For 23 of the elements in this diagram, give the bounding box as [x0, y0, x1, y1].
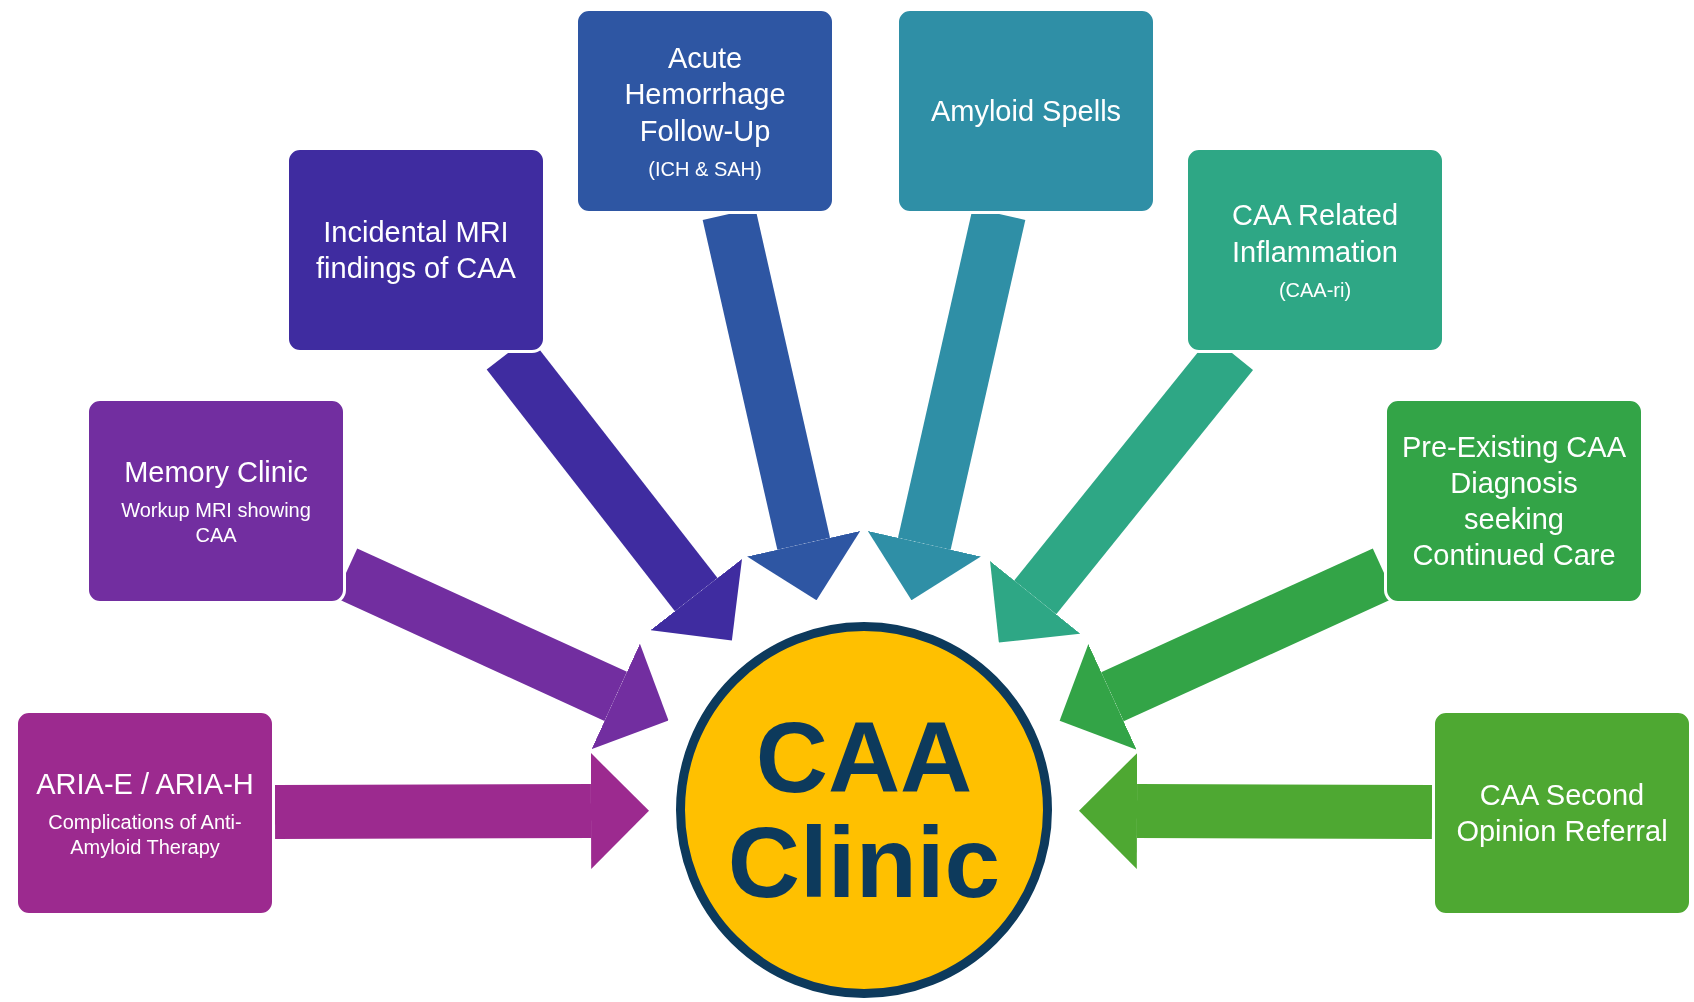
referral-box	[15, 710, 275, 916]
block-arrow	[274, 752, 649, 869]
referral-box	[286, 147, 546, 353]
box-subtext: Complications of Anti-Amyloid Therapy	[47, 810, 243, 861]
referral-box	[1384, 398, 1644, 604]
referral-box	[1432, 710, 1692, 916]
referral-box	[575, 8, 835, 214]
clinic-title: CAA Clinic	[726, 705, 1002, 915]
box-heading: Acute Hemorrhage Follow-Up	[623, 41, 787, 149]
referral-box	[896, 8, 1156, 214]
referral-box	[86, 398, 346, 604]
box-heading: Amyloid Spells	[930, 93, 1122, 129]
box-subtext: (CAA-ri)	[1278, 277, 1352, 303]
box-heading: Pre-Existing CAA Diagnosis seeking Continued Care	[1401, 429, 1627, 574]
box-subtext: Workup MRI showing CAA	[120, 498, 312, 549]
box-heading: Memory Clinic	[124, 454, 308, 490]
box-heading: Incidental MRI findings of CAA	[315, 214, 517, 286]
box-heading: CAA Related Inflammation	[1230, 198, 1399, 270]
block-arrow	[1079, 752, 1433, 869]
referral-box	[1185, 147, 1445, 353]
box-heading: ARIA-E / ARIA-H	[36, 766, 254, 802]
box-heading: CAA Second Opinion Referral	[1455, 777, 1669, 849]
box-subtext: (ICH & SAH)	[648, 156, 762, 182]
